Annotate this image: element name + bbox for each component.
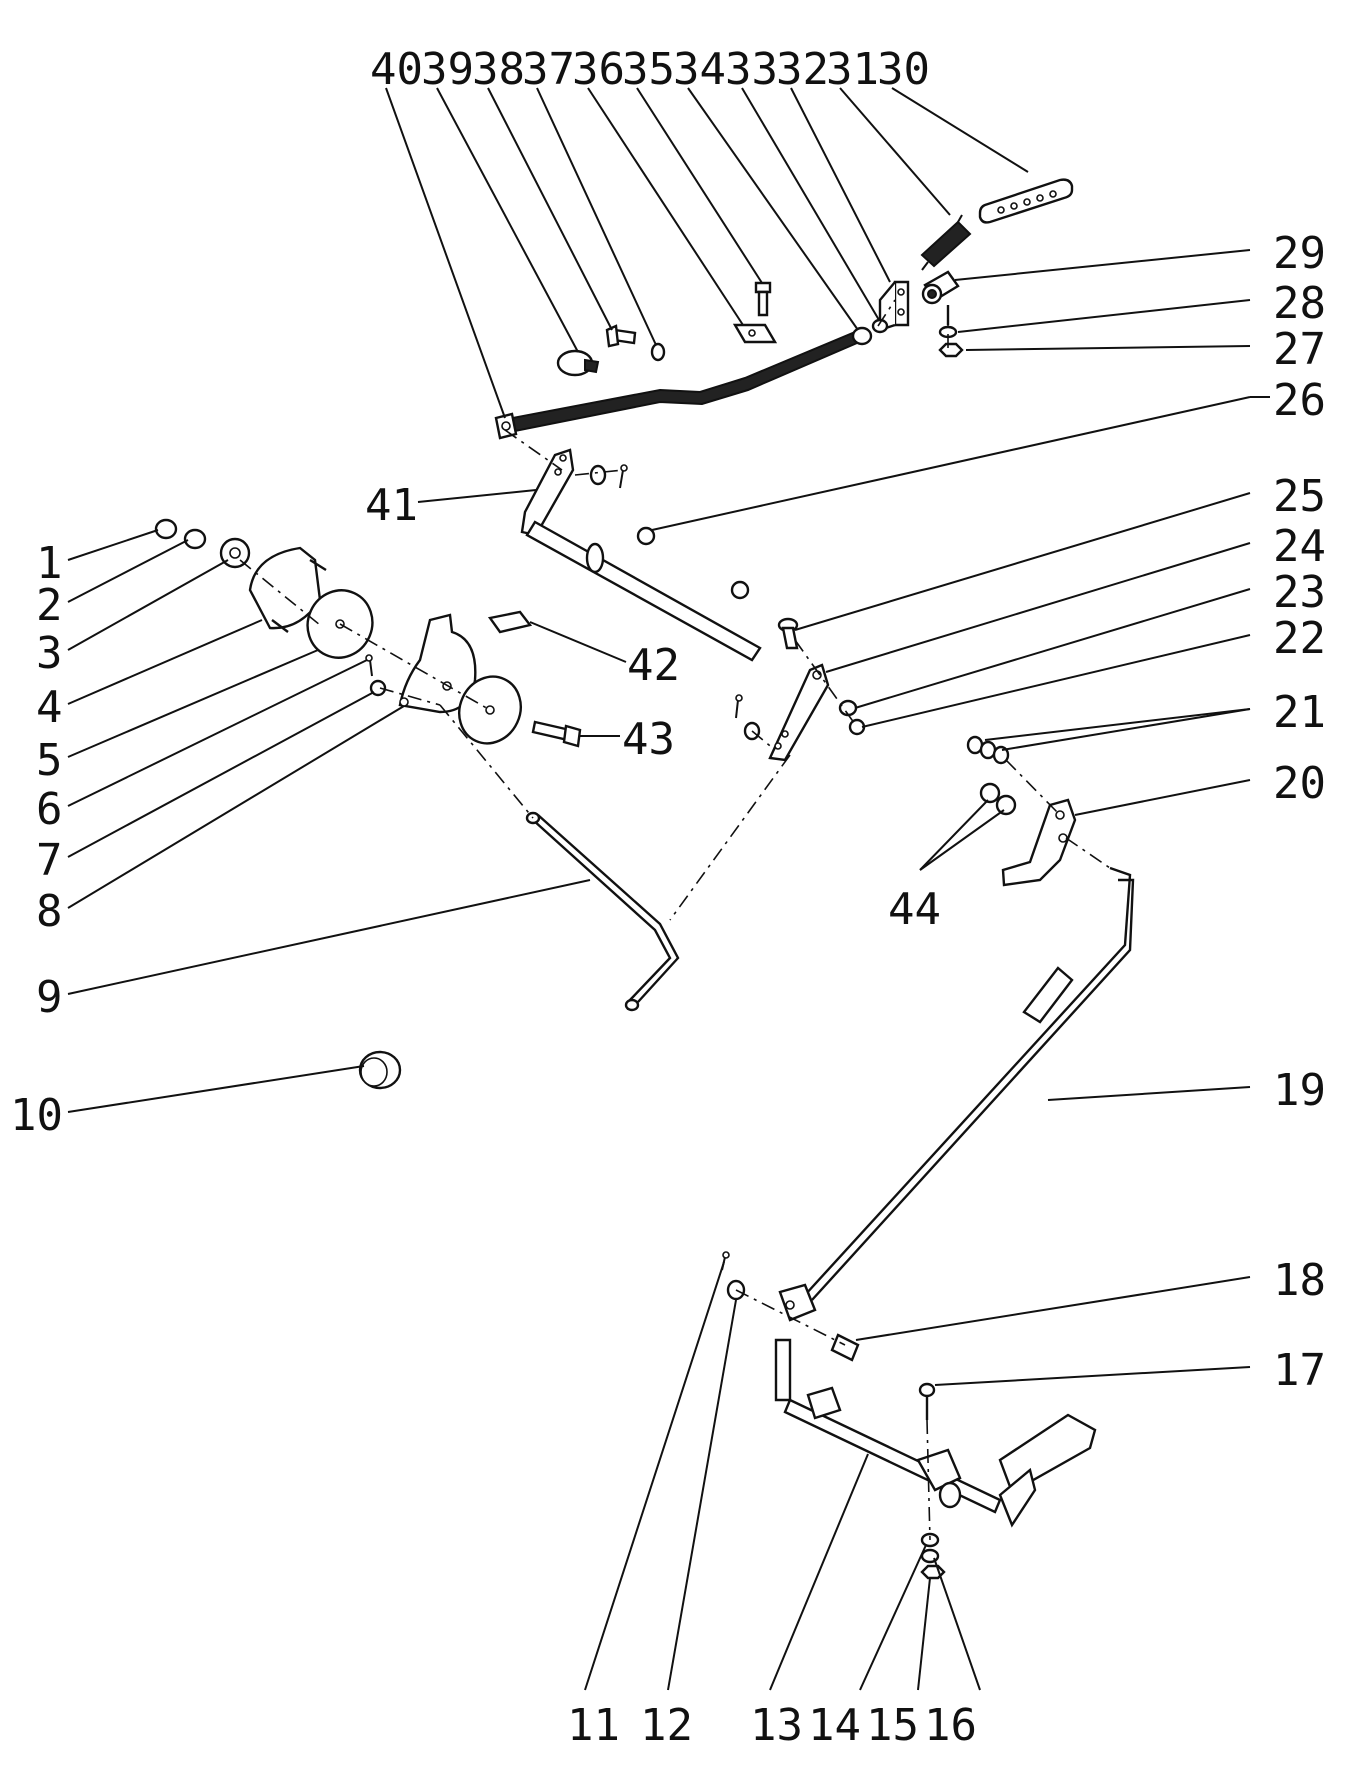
callout-14: 14 — [808, 1700, 861, 1751]
callouts-inner: 41 42 43 — [365, 480, 680, 765]
part-9-bent-rod — [525, 811, 680, 1012]
part-lower-cotter-pin — [735, 694, 761, 741]
part-23-washer — [838, 699, 858, 717]
callout-35: 35 — [622, 44, 675, 95]
part-42-pad — [487, 610, 533, 634]
part-3-star-washer — [219, 537, 251, 569]
callout-41: 41 — [365, 480, 418, 531]
callout-3: 3 — [36, 628, 63, 679]
part-25-clevis-pin — [777, 617, 799, 650]
callout-33: 33 — [725, 44, 778, 95]
part-39-clamp — [556, 349, 600, 377]
callout-7: 7 — [36, 835, 63, 886]
callout-30: 30 — [877, 44, 930, 95]
callout-27: 27 — [1273, 324, 1326, 375]
callout-18: 18 — [1273, 1255, 1326, 1306]
part-24-lower-lever — [768, 663, 830, 762]
part-22-washer — [848, 718, 866, 736]
callout-39: 39 — [421, 44, 474, 95]
part-18-clevis — [778, 1283, 860, 1362]
callout-22: 22 — [1273, 613, 1326, 664]
callout-2: 2 — [36, 580, 63, 631]
part-2-nut — [183, 528, 207, 550]
callout-4: 4 — [36, 682, 63, 733]
callouts-right: 29 28 27 26 25 24 23 22 21 20 44 19 18 1… — [888, 228, 1326, 1396]
callout-32: 32 — [776, 44, 829, 95]
part-30-slotted-plate — [978, 178, 1074, 224]
part-17-screw — [918, 1382, 936, 1420]
part-20-bracket — [1001, 798, 1077, 887]
callout-8: 8 — [36, 886, 63, 937]
callout-43: 43 — [622, 714, 675, 765]
callout-26: 26 — [1273, 375, 1326, 426]
callout-16: 16 — [924, 1700, 977, 1751]
leader-lines — [67, 87, 1270, 1691]
part-34-nut — [851, 326, 873, 346]
part-13-pedal-shaft — [774, 1338, 1002, 1514]
callout-29: 29 — [1273, 228, 1326, 279]
callout-15: 15 — [866, 1700, 919, 1751]
part-1-nut — [154, 518, 178, 540]
callout-10: 10 — [10, 1090, 63, 1141]
part-4-plate — [248, 546, 327, 633]
callout-17: 17 — [1273, 1345, 1326, 1396]
part-41-lever-arm — [520, 448, 575, 537]
part-10-cap — [358, 1050, 402, 1090]
callout-44: 44 — [888, 884, 941, 935]
part-disc-2 — [458, 675, 522, 745]
part-29-swivel — [921, 270, 960, 305]
part-19-link-rod — [804, 866, 1135, 1301]
callout-37: 37 — [522, 44, 575, 95]
callout-36: 36 — [572, 44, 625, 95]
part-33-washer — [871, 318, 889, 334]
callout-6: 6 — [36, 784, 63, 835]
part-36-clip — [732, 323, 778, 344]
part-27-nut — [938, 342, 964, 358]
part-31-spring — [920, 214, 972, 271]
callout-34: 34 — [673, 44, 726, 95]
part-pedal — [998, 1413, 1097, 1528]
callout-31: 31 — [826, 44, 879, 95]
callout-25: 25 — [1273, 471, 1326, 522]
callout-12: 12 — [640, 1700, 693, 1751]
callout-21: 21 — [1273, 687, 1326, 738]
callout-1: 1 — [36, 538, 63, 589]
part-21-washers — [966, 735, 1010, 765]
callouts-bottom: 11 12 13 14 15 16 — [567, 1700, 977, 1751]
callout-38: 38 — [472, 44, 525, 95]
part-40-handle-rod — [494, 328, 866, 440]
callout-19: 19 — [1273, 1065, 1326, 1116]
callout-11: 11 — [567, 1700, 620, 1751]
callout-5: 5 — [36, 735, 63, 786]
callout-40: 40 — [370, 44, 423, 95]
callout-28: 28 — [1273, 278, 1326, 329]
part-37-washer — [650, 342, 666, 362]
part-38-bolt — [605, 324, 637, 348]
part-6-cotter-pin — [365, 654, 373, 677]
part-44-nuts — [979, 782, 1017, 816]
part-41-washer — [589, 464, 628, 489]
part-43-bolt — [531, 720, 582, 748]
part-7-washer — [369, 679, 387, 697]
part-26-washer — [636, 526, 750, 600]
part-35-screw — [754, 281, 772, 317]
assembly-centerlines — [239, 299, 1111, 1541]
callout-24: 24 — [1273, 521, 1326, 572]
callouts-top: 40 39 38 37 36 35 34 33 32 31 30 — [370, 44, 930, 95]
callout-13: 13 — [750, 1700, 803, 1751]
callouts-left: 1 2 3 4 5 6 7 8 9 10 — [10, 538, 63, 1141]
part-cross-shaft — [525, 520, 762, 662]
callout-20: 20 — [1273, 758, 1326, 809]
callout-23: 23 — [1273, 567, 1326, 618]
callout-42: 42 — [627, 640, 680, 691]
callout-9: 9 — [36, 972, 63, 1023]
